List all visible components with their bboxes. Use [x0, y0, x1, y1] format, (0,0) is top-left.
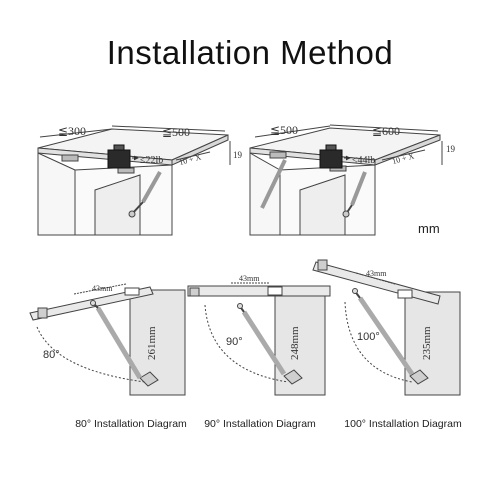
- caption-80: 80° Installation Diagram: [75, 418, 187, 430]
- length-label-90: 248mm: [289, 326, 301, 360]
- length-label-80: 261mm: [146, 326, 158, 360]
- angle-label-80: 80°: [43, 349, 60, 361]
- angle-diagram-80: [29, 283, 186, 396]
- top-offset-label-80: 43mm: [92, 284, 113, 293]
- angle-label-100: 100°: [357, 331, 380, 343]
- caption-90: 90° Installation Diagram: [204, 418, 316, 430]
- cabinet-diagram-large: [249, 124, 443, 236]
- page-title: Installation Method: [106, 34, 394, 71]
- thickness-label-large: 19: [446, 144, 456, 154]
- caption-100: 100° Installation Diagram: [344, 418, 462, 430]
- unit-label: mm: [418, 221, 440, 236]
- weight-label-large: ≤44lb: [352, 155, 375, 166]
- weight-label-small: ≤22lb: [140, 155, 163, 166]
- top-offset-label-100: 43mm: [366, 269, 387, 278]
- angle-diagram-90: [187, 282, 331, 396]
- depth-label-small: ≦300: [58, 124, 86, 138]
- cabinet-diagram-small: [37, 125, 231, 236]
- length-label-100: 235mm: [421, 326, 433, 360]
- angle-diagram-100: [312, 259, 461, 396]
- width-label-large: ≦600: [372, 124, 400, 138]
- depth-label-large: ≦500: [270, 123, 298, 137]
- thickness-label-small: 19: [233, 150, 243, 160]
- top-offset-label-90: 43mm: [239, 274, 260, 283]
- angle-label-90: 90°: [226, 336, 243, 348]
- width-label-small: ≦500: [162, 125, 190, 139]
